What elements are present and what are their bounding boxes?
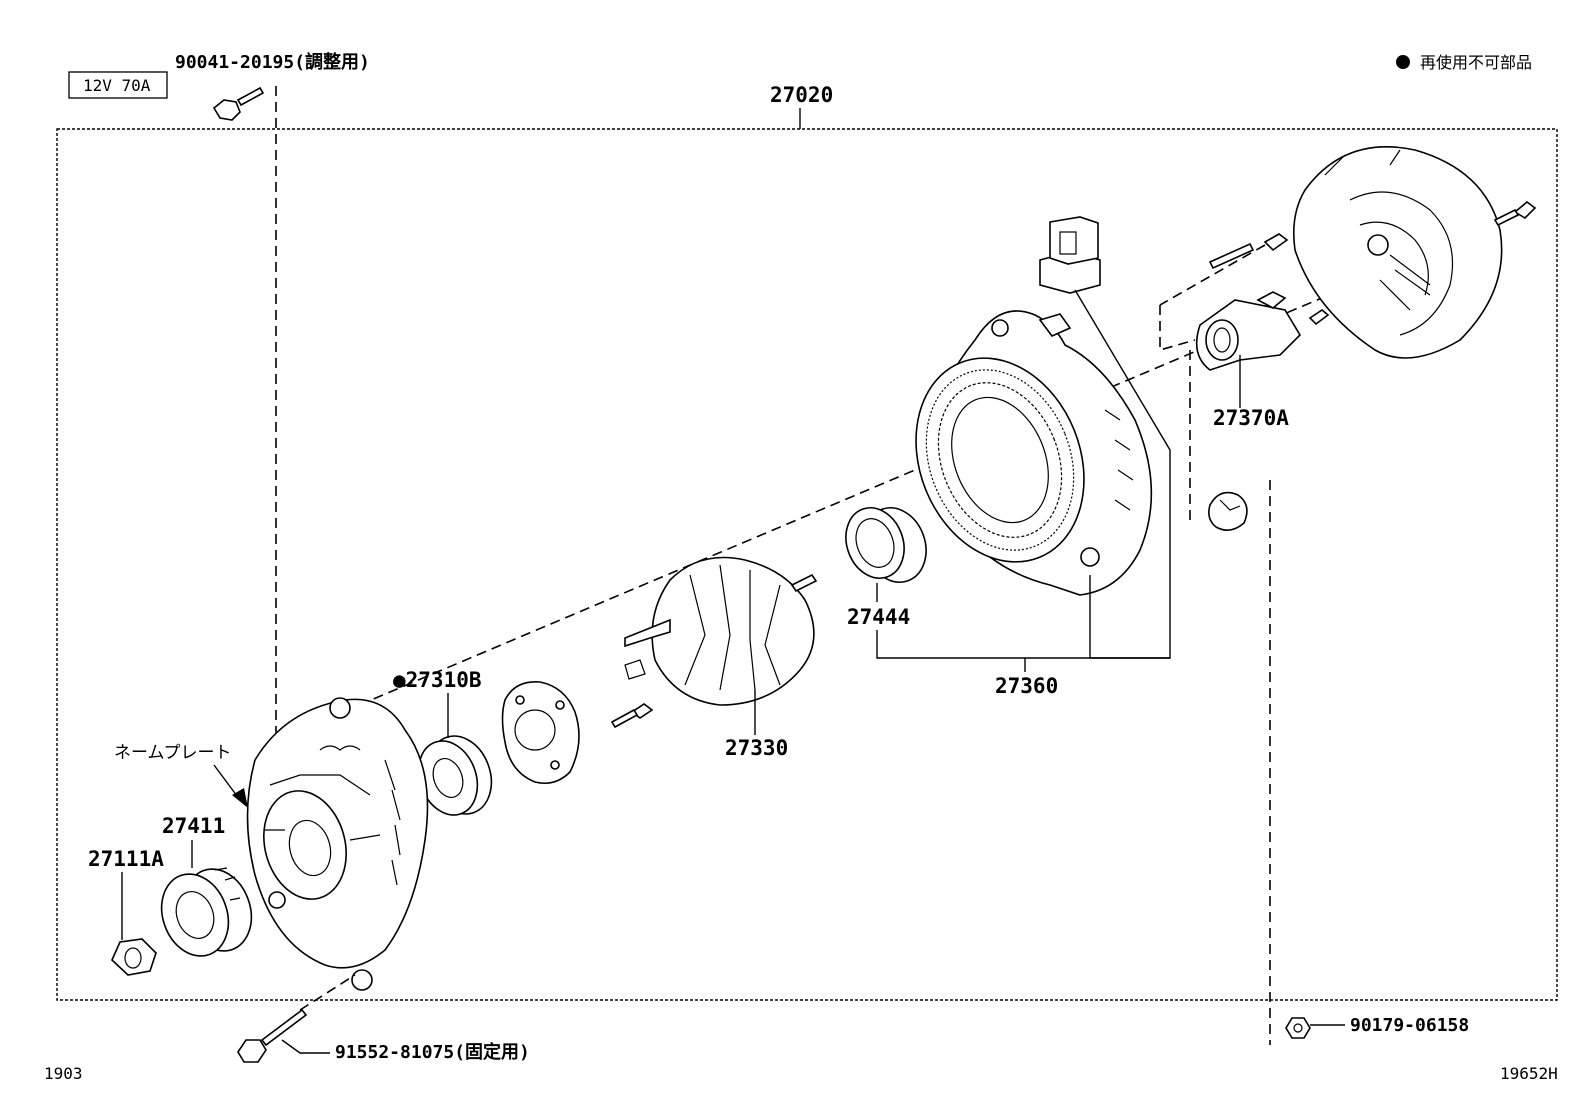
legend: 再使用不可部品	[1396, 53, 1532, 72]
front-bearing-icon	[417, 735, 493, 816]
label-fix-bolt: 91552-81075(固定用)	[335, 1041, 530, 1063]
footer-right-code: 19652H	[1500, 1064, 1558, 1083]
fixing-bolt-icon	[237, 1008, 308, 1063]
rotor-icon	[624, 556, 818, 706]
terminal-nut-icon	[1285, 1017, 1311, 1039]
pulley-nut-icon	[111, 938, 157, 976]
label-pulley: 27411	[162, 814, 225, 838]
brush-holder-icon	[1195, 291, 1302, 371]
brush-guide-line	[1159, 305, 1196, 352]
label-bearing-cover: 27444	[847, 605, 910, 629]
legend-text: 再使用不可部品	[1420, 53, 1532, 72]
label-terminal-nut: 90179-06158	[1350, 1015, 1469, 1036]
bearing-retainer-icon	[501, 681, 580, 785]
leader-fix-bolt	[281, 1039, 330, 1054]
retainer-screw-icon	[610, 703, 654, 729]
label-nameplate: ネームプレート	[114, 743, 231, 763]
spec-box: 12V 70A	[68, 71, 168, 99]
label-nut: 27111A	[88, 847, 164, 871]
fixing-bolt-guide-line	[299, 974, 356, 1011]
drive-end-frame-icon	[246, 697, 429, 991]
bearing-cover-icon	[845, 507, 927, 583]
connector-plug-icon	[1039, 216, 1101, 294]
label-bearing: ●27310B	[393, 668, 482, 692]
spec-text: 12V 70A	[83, 76, 151, 95]
label-frame-assy: 27360	[995, 674, 1058, 698]
non-reusable-dot-icon	[1396, 55, 1410, 69]
label-adjust-bolt: 90041-20195(調整用)	[175, 51, 370, 73]
rear-cover-icon	[1292, 146, 1503, 359]
terminal-insulator-icon	[1208, 491, 1248, 531]
assembly-frame	[56, 128, 1558, 1001]
nameplate-arrow-icon	[232, 788, 248, 808]
label-rotor: 27330	[725, 736, 788, 760]
leader-bracket-frame	[876, 630, 1170, 659]
cover-bolt-icon	[1493, 200, 1537, 227]
stator-frame-icon	[915, 310, 1153, 596]
adjust-bolt-icon	[212, 86, 265, 121]
screw-guide-line	[1159, 244, 1266, 306]
pulley-icon	[160, 867, 253, 957]
footer-left-code: 1903	[44, 1064, 83, 1083]
label-brush-holder: 27370A	[1213, 406, 1289, 430]
label-assembly: 27020	[770, 83, 833, 107]
brush-holder-screws-icon	[1208, 233, 1330, 326]
